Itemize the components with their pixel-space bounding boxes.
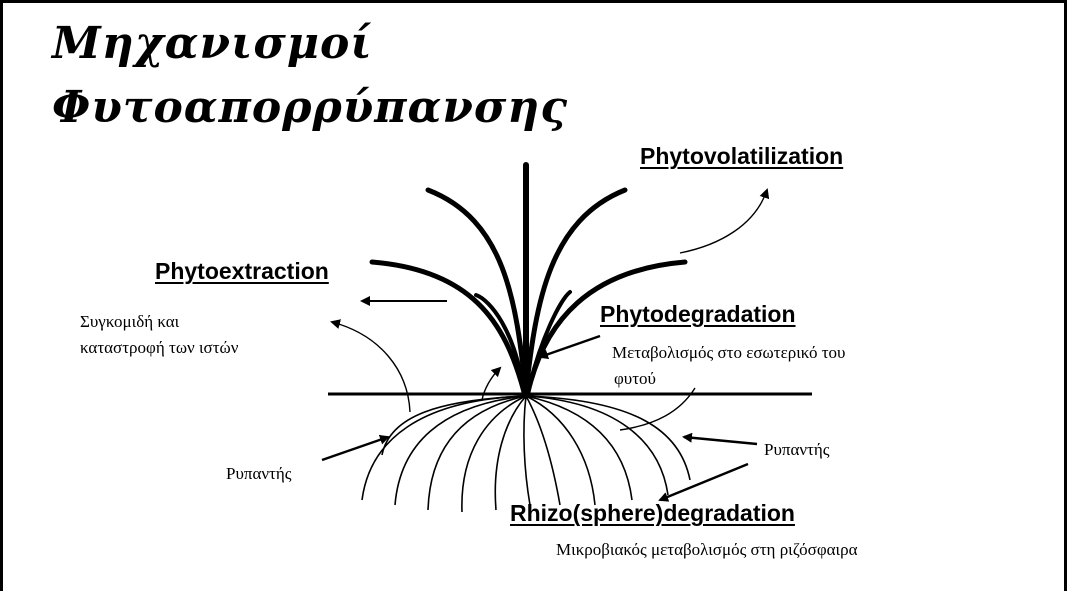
desc-pollutant-left: Ρυπαντής (226, 461, 292, 487)
label-rhizodegradation: Rhizo(sphere)degradation (510, 500, 795, 527)
desc-harvest: Συγκομιδή και καταστροφή των ιστών (80, 309, 238, 362)
label-phytodegradation: Phytodegradation (600, 301, 796, 328)
desc-phytodegradation: Μεταβολισμός στο εσωτερικό του φυτού (612, 340, 845, 393)
desc-rhizodegradation: Μικροβιακός μεταβολισμός στη ριζόσφαιρα (556, 537, 858, 563)
rhizodegradation-arrow (660, 464, 748, 500)
label-phytoextraction: Phytoextraction (155, 258, 329, 285)
desc-phytodegradation-line1: Μεταβολισμός στο εσωτερικό του (612, 340, 845, 366)
desc-pollutant-right: Ρυπαντής (764, 437, 830, 463)
volatilization-arrow (680, 190, 767, 253)
desc-harvest-line1: Συγκομιδή και (80, 309, 238, 335)
root-system (362, 396, 690, 512)
desc-harvest-line2: καταστροφή των ιστών (80, 335, 238, 361)
label-phytovolatilization: Phytovolatilization (640, 143, 843, 170)
harvest-arrow (332, 322, 410, 412)
desc-phytodegradation-line2: φυτού (612, 366, 845, 392)
pollutant-right-arrow (684, 437, 757, 444)
